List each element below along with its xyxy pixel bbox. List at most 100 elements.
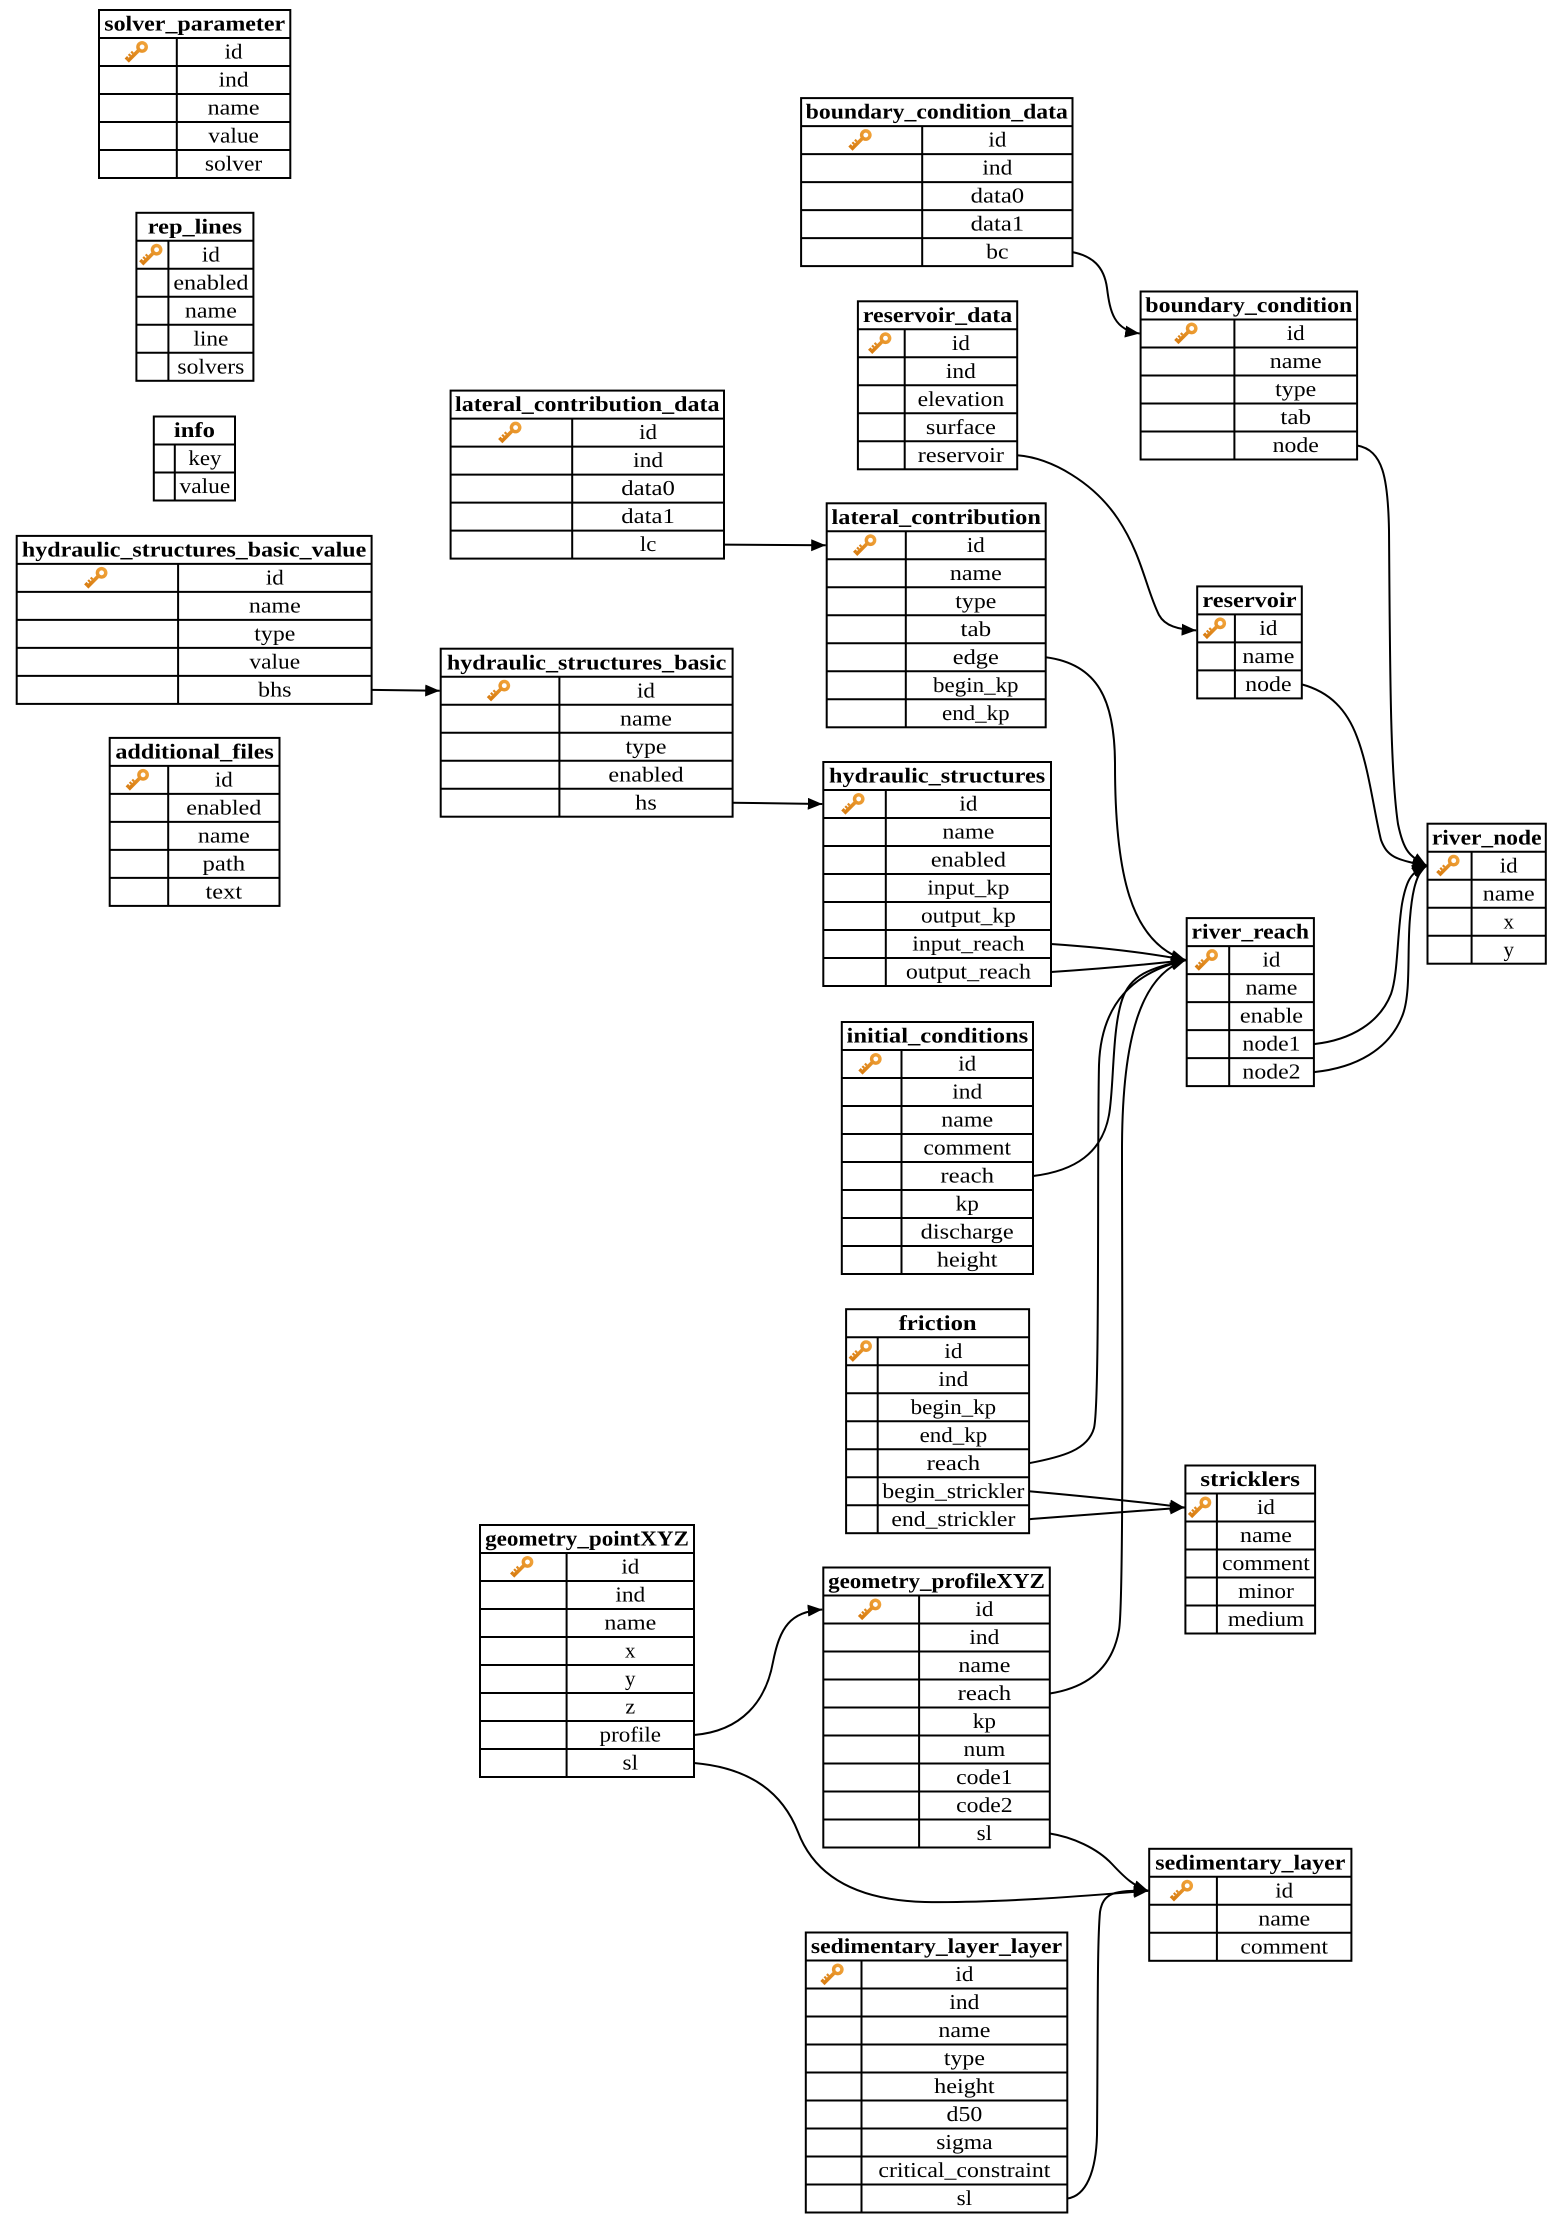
svg-text:end_kp: end_kp bbox=[942, 701, 1010, 725]
svg-text:ind: ind bbox=[982, 156, 1012, 180]
svg-text:output_kp: output_kp bbox=[921, 904, 1016, 928]
svg-text:friction: friction bbox=[899, 1311, 977, 1335]
svg-text:id: id bbox=[215, 768, 233, 792]
svg-text:id: id bbox=[639, 420, 657, 444]
svg-text:ind: ind bbox=[633, 448, 663, 472]
svg-text:value: value bbox=[249, 650, 300, 674]
svg-text:lateral_contribution: lateral_contribution bbox=[832, 505, 1041, 529]
svg-text:name: name bbox=[938, 2018, 990, 2042]
svg-text:info: info bbox=[174, 418, 215, 442]
svg-text:ind: ind bbox=[949, 1990, 979, 2014]
svg-text:input_reach: input_reach bbox=[912, 932, 1025, 956]
svg-text:tab: tab bbox=[961, 617, 992, 641]
svg-text:reservoir_data: reservoir_data bbox=[863, 303, 1013, 327]
svg-text:ind: ind bbox=[946, 359, 976, 383]
svg-text:value: value bbox=[208, 124, 259, 148]
svg-text:ind: ind bbox=[219, 68, 249, 92]
svg-text:num: num bbox=[964, 1737, 1006, 1761]
svg-text:bhs: bhs bbox=[258, 678, 292, 702]
svg-text:id: id bbox=[202, 242, 220, 266]
svg-text:geometry_profileXYZ: geometry_profileXYZ bbox=[828, 1569, 1045, 1593]
svg-text:type: type bbox=[944, 2046, 985, 2070]
svg-text:elevation: elevation bbox=[918, 387, 1005, 411]
svg-text:code1: code1 bbox=[956, 1765, 1013, 1789]
svg-text:profile: profile bbox=[600, 1723, 662, 1747]
svg-text:surface: surface bbox=[926, 415, 996, 439]
svg-text:id: id bbox=[637, 678, 655, 702]
svg-text:z: z bbox=[625, 1695, 635, 1719]
svg-text:height: height bbox=[934, 2074, 995, 2098]
svg-text:id: id bbox=[225, 40, 243, 64]
svg-text:hs: hs bbox=[635, 790, 657, 814]
svg-text:type: type bbox=[955, 589, 996, 613]
svg-text:id: id bbox=[952, 331, 970, 355]
svg-text:lc: lc bbox=[640, 532, 656, 556]
svg-text:code2: code2 bbox=[956, 1793, 1013, 1817]
svg-text:node: node bbox=[1245, 672, 1291, 696]
svg-text:input_kp: input_kp bbox=[927, 876, 1009, 900]
svg-text:rep_lines: rep_lines bbox=[148, 214, 242, 238]
svg-text:name: name bbox=[1242, 644, 1294, 668]
svg-text:discharge: discharge bbox=[921, 1220, 1014, 1244]
svg-text:id: id bbox=[955, 1962, 973, 1986]
svg-text:name: name bbox=[950, 561, 1002, 585]
svg-text:id: id bbox=[266, 566, 284, 590]
svg-text:type: type bbox=[626, 734, 667, 758]
svg-text:hydraulic_structures: hydraulic_structures bbox=[829, 764, 1045, 788]
svg-text:additional_files: additional_files bbox=[115, 740, 274, 764]
svg-text:id: id bbox=[1263, 948, 1281, 972]
svg-text:hydraulic_structures_basic: hydraulic_structures_basic bbox=[447, 650, 727, 674]
svg-text:y: y bbox=[625, 1667, 636, 1691]
svg-text:sigma: sigma bbox=[936, 2130, 993, 2154]
svg-text:enabled: enabled bbox=[931, 848, 1006, 872]
svg-text:reach: reach bbox=[958, 1681, 1012, 1705]
svg-text:hydraulic_structures_basic_val: hydraulic_structures_basic_value bbox=[22, 538, 366, 562]
svg-text:name: name bbox=[249, 594, 301, 618]
svg-text:boundary_condition_data: boundary_condition_data bbox=[806, 100, 1069, 124]
svg-text:begin_kp: begin_kp bbox=[933, 673, 1019, 697]
svg-text:id: id bbox=[1275, 1878, 1293, 1902]
svg-text:end_kp: end_kp bbox=[920, 1423, 988, 1447]
svg-text:value: value bbox=[180, 474, 231, 498]
svg-text:x: x bbox=[625, 1639, 636, 1663]
svg-text:river_node: river_node bbox=[1432, 825, 1542, 849]
svg-text:id: id bbox=[958, 1052, 976, 1076]
svg-text:ind: ind bbox=[952, 1080, 982, 1104]
svg-text:critical_constraint: critical_constraint bbox=[878, 2158, 1050, 2182]
svg-text:sl: sl bbox=[977, 1821, 993, 1845]
svg-text:name: name bbox=[185, 298, 237, 322]
svg-text:river_reach: river_reach bbox=[1192, 920, 1310, 944]
svg-text:solver_parameter: solver_parameter bbox=[104, 12, 285, 36]
svg-text:name: name bbox=[1258, 1906, 1310, 1930]
svg-text:minor: minor bbox=[1238, 1579, 1294, 1603]
svg-text:bc: bc bbox=[986, 240, 1008, 264]
svg-text:solver: solver bbox=[205, 152, 262, 176]
svg-text:comment: comment bbox=[1222, 1551, 1310, 1575]
svg-text:kp: kp bbox=[956, 1192, 979, 1216]
svg-text:data0: data0 bbox=[621, 476, 675, 500]
svg-text:edge: edge bbox=[953, 645, 999, 669]
svg-text:end_strickler: end_strickler bbox=[891, 1507, 1015, 1531]
svg-text:text: text bbox=[206, 880, 243, 904]
svg-text:begin_strickler: begin_strickler bbox=[882, 1479, 1024, 1503]
svg-text:name: name bbox=[208, 96, 260, 120]
svg-text:y: y bbox=[1503, 937, 1514, 961]
svg-text:lateral_contribution_data: lateral_contribution_data bbox=[455, 392, 720, 416]
svg-text:enabled: enabled bbox=[608, 762, 683, 786]
svg-text:boundary_condition: boundary_condition bbox=[1145, 293, 1352, 317]
svg-text:type: type bbox=[1275, 377, 1316, 401]
svg-text:comment: comment bbox=[923, 1136, 1011, 1160]
svg-text:sl: sl bbox=[957, 2186, 973, 2210]
svg-text:enabled: enabled bbox=[186, 796, 261, 820]
svg-text:reach: reach bbox=[927, 1451, 981, 1475]
svg-text:name: name bbox=[198, 824, 250, 848]
svg-text:stricklers: stricklers bbox=[1200, 1467, 1300, 1491]
svg-text:reservoir: reservoir bbox=[1202, 588, 1296, 612]
svg-text:id: id bbox=[944, 1339, 962, 1363]
svg-text:name: name bbox=[604, 1611, 656, 1635]
svg-text:begin_kp: begin_kp bbox=[911, 1395, 997, 1419]
svg-text:kp: kp bbox=[973, 1709, 996, 1733]
svg-text:x: x bbox=[1503, 909, 1514, 933]
svg-text:node1: node1 bbox=[1242, 1032, 1300, 1056]
svg-text:key: key bbox=[188, 446, 221, 470]
